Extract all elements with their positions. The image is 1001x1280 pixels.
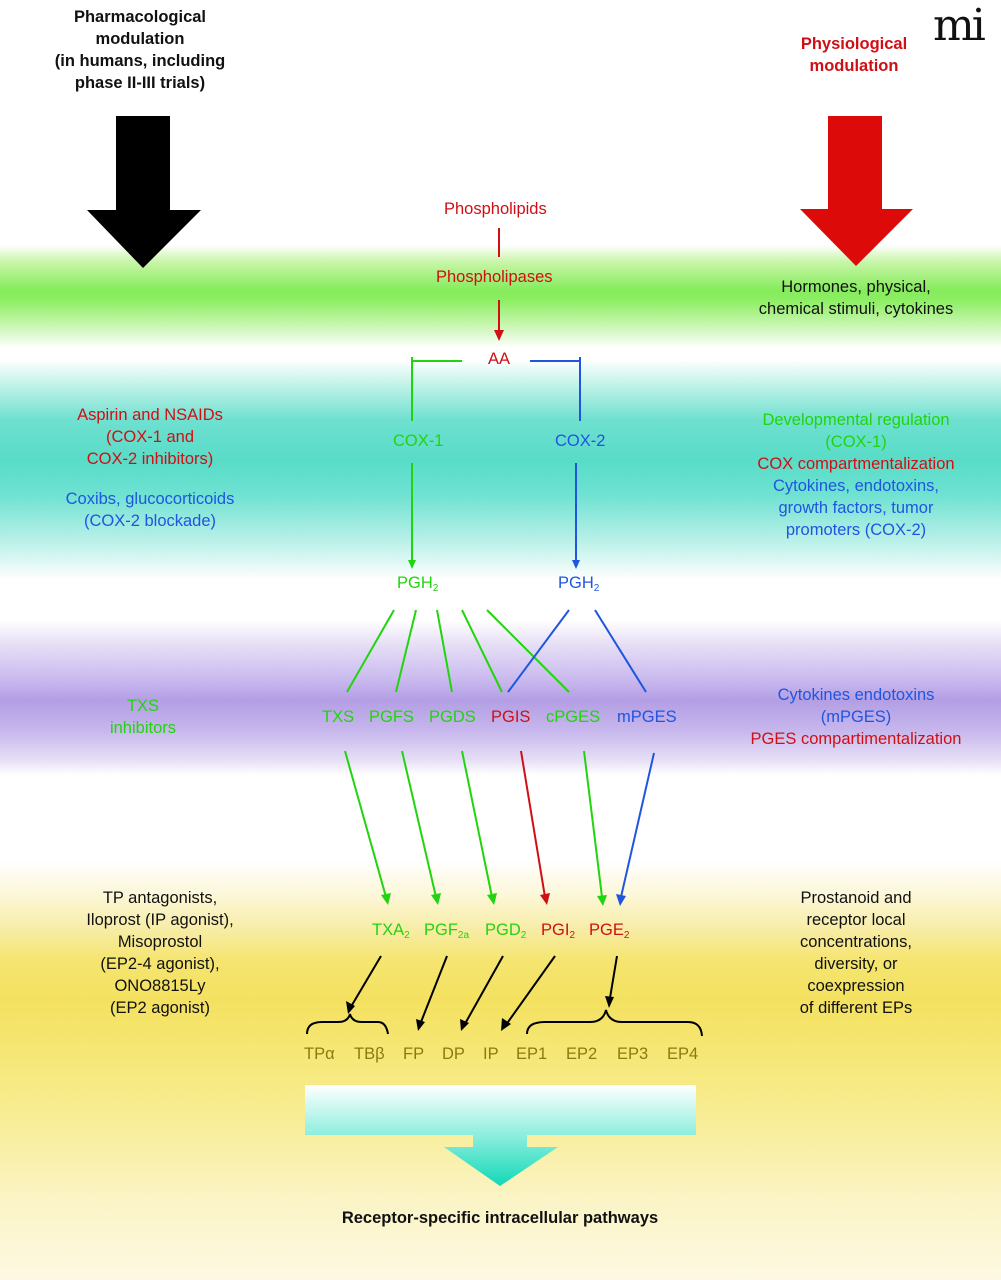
receptor-ep1: EP1 <box>516 1045 548 1063</box>
pgh2-cox1-node: PGH2 <box>397 574 438 594</box>
pharmacological-arrow <box>87 116 201 268</box>
prostanoid-pgf2a: PGF2a <box>424 921 470 941</box>
pges-compartmentalization-label: PGES compartimentalization <box>750 730 962 748</box>
pgh2-subscript: 2 <box>593 583 600 594</box>
developmental-regulation-label: Developmental regulation (COX-1) <box>762 411 950 451</box>
cox1-arrowhead <box>408 560 416 569</box>
prostanoid-txa2: TXA2 <box>372 921 410 941</box>
synthase-cpges: cPGES <box>546 708 601 726</box>
pharmacological-modulation-title: Pharmacological modulation (in humans, i… <box>54 8 226 92</box>
pgh2-base: PGH <box>397 574 433 592</box>
cox2-node: COX-2 <box>555 432 606 450</box>
receptor-drugs-label: TP antagonists, Iloprost (IP agonist), M… <box>86 889 234 1017</box>
coxibs-label: Coxibs, glucocorticoids (COX-2 blockade) <box>65 490 235 530</box>
mpges-regulation-label: Cytokines endotoxins (mPGES) <box>777 686 935 726</box>
synthase-pgds: PGDS <box>429 708 476 726</box>
phospholipases-node: Phospholipases <box>436 268 553 286</box>
intracellular-pathways-label: Receptor-specific intracellular pathways <box>341 1209 659 1227</box>
prostanoid-pgi2: PGI2 <box>541 921 575 941</box>
cox1-node: COX-1 <box>393 432 444 450</box>
prostanoid-pge2: PGE2 <box>589 921 630 941</box>
cox2-regulation-label: Cytokines, endotoxins, growth factors, t… <box>772 477 939 539</box>
prostanoid-to-receptor-arrows <box>346 955 618 1031</box>
synthase-mpges: mPGES <box>617 708 677 726</box>
synthase-txs: TXS <box>322 708 355 726</box>
output-arrow <box>305 1085 696 1186</box>
pgh2-to-synthase-lines <box>346 609 647 693</box>
receptor-ep2: EP2 <box>566 1045 598 1063</box>
tp-receptors-brace <box>306 1013 389 1035</box>
phospholipases-arrowhead <box>494 330 504 341</box>
synthase-to-prostanoid-arrows <box>344 750 655 906</box>
prostanoid-pgd2: PGD2 <box>485 921 527 941</box>
receptor-tbb: TBβ <box>354 1045 385 1063</box>
receptor-ep3: EP3 <box>617 1045 649 1063</box>
cox2-arrowhead <box>572 560 580 569</box>
receptor-tpa: TPα <box>304 1045 335 1063</box>
aspirin-nsaids-label: Aspirin and NSAIDs (COX-1 and COX-2 inhi… <box>77 406 223 468</box>
receptor-ep4: EP4 <box>667 1045 699 1063</box>
pgh2-subscript: 2 <box>432 583 439 594</box>
synthase-pgis: PGIS <box>491 708 531 726</box>
receptor-regulation-label: Prostanoid and receptor local concentrat… <box>799 889 913 1017</box>
pgh2-base: PGH <box>558 574 594 592</box>
aa-node: AA <box>488 350 511 368</box>
synthase-pgfs: PGFS <box>369 708 414 726</box>
stimuli-label: Hormones, physical, chemical stimuli, cy… <box>758 278 954 318</box>
aa-to-cox1-line <box>411 360 462 421</box>
receptor-fp: FP <box>403 1045 425 1063</box>
phospholipids-node: Phospholipids <box>444 200 547 218</box>
physiological-arrow <box>800 116 913 266</box>
txs-inhibitors-label: TXS inhibitors <box>109 697 177 737</box>
ep-receptors-brace <box>526 1009 703 1037</box>
journal-logo: mi <box>933 0 986 51</box>
pgh2-cox2-node: PGH2 <box>558 574 599 594</box>
cox-compartmentalization-label: COX compartmentalization <box>757 455 955 473</box>
receptor-ip: IP <box>483 1045 499 1063</box>
physiological-modulation-title: Physiological modulation <box>800 35 908 75</box>
receptor-dp: DP <box>442 1045 465 1063</box>
aa-to-cox2-line <box>530 360 581 421</box>
